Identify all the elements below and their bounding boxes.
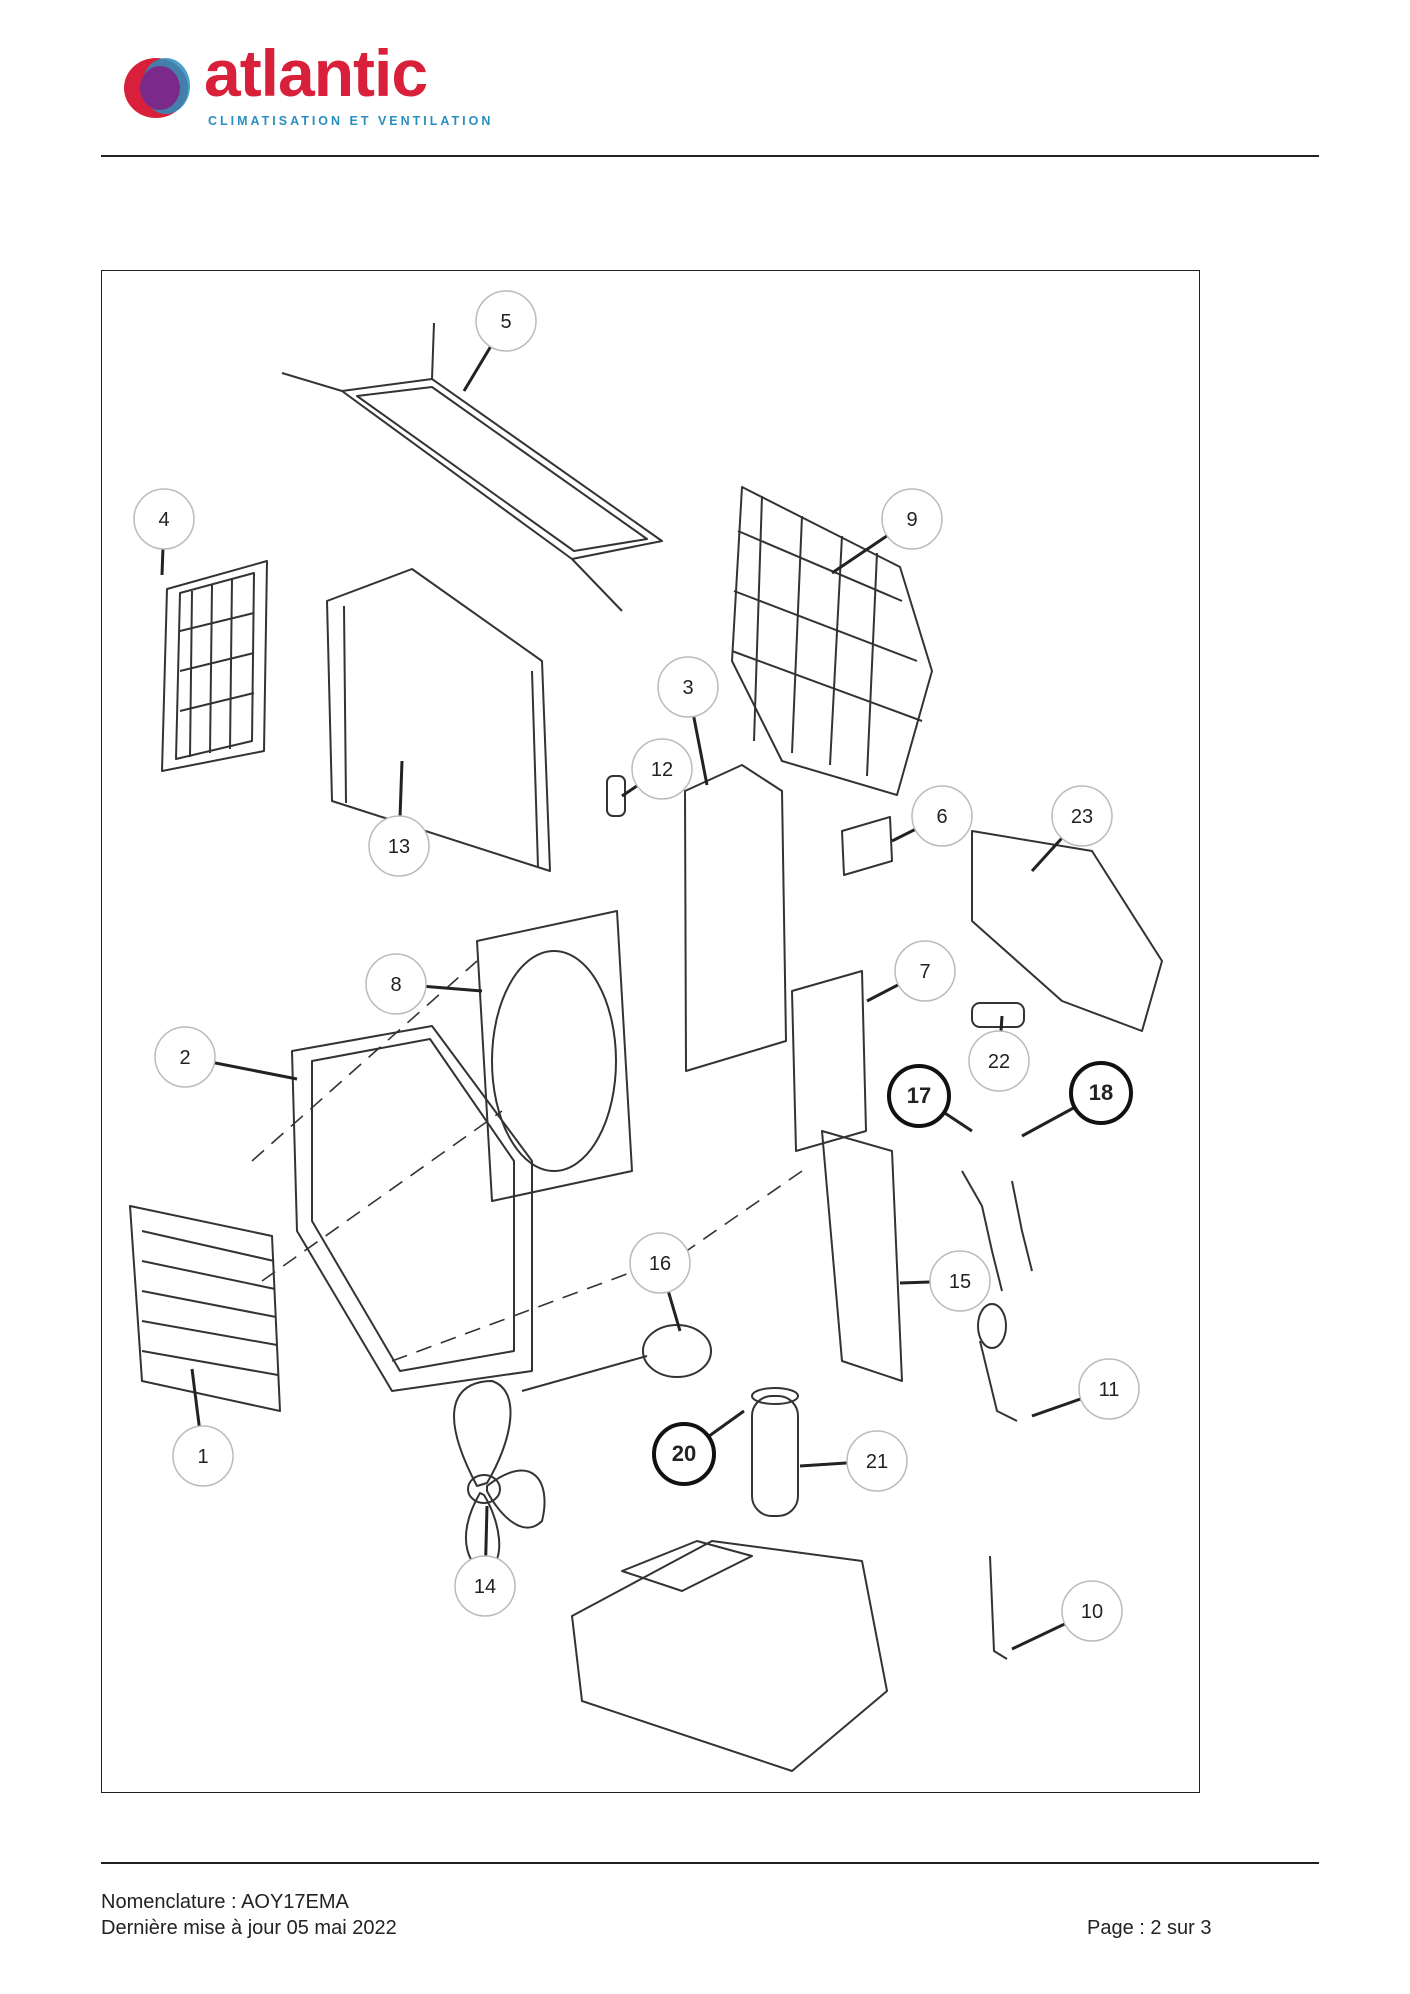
footer-update-date: Dernière mise à jour 05 mai 2022 bbox=[101, 1917, 397, 1939]
callout-10: 10 bbox=[1011, 1580, 1123, 1651]
header-rule bbox=[101, 155, 1319, 157]
callout-4: 4 bbox=[133, 488, 195, 576]
callout-circle bbox=[881, 488, 943, 550]
callout-circle bbox=[1078, 1358, 1140, 1420]
callout-circle bbox=[911, 785, 973, 847]
callout-circle bbox=[894, 940, 956, 1002]
brand-name: atlantic bbox=[204, 36, 428, 110]
callout-label: 18 bbox=[1089, 1080, 1113, 1105]
callout-label: 8 bbox=[390, 974, 401, 996]
callout-circle bbox=[887, 1064, 951, 1128]
callout-circle bbox=[629, 1232, 691, 1294]
footer-nomenclature: Nomenclature : AOY17EMA bbox=[101, 1891, 349, 1913]
callout-label: 15 bbox=[949, 1271, 971, 1293]
callout-circle bbox=[133, 488, 195, 550]
callout-label: 21 bbox=[866, 1451, 888, 1473]
callout-circle bbox=[454, 1555, 516, 1617]
callout-23: 23 bbox=[1030, 785, 1113, 873]
callout-circle bbox=[1051, 785, 1113, 847]
callout-label: 3 bbox=[682, 677, 693, 699]
callout-label: 12 bbox=[651, 759, 673, 781]
callout-circle bbox=[1069, 1061, 1133, 1125]
callout-5: 5 bbox=[462, 290, 537, 392]
callout-2: 2 bbox=[154, 1026, 298, 1088]
callout-18: 18 bbox=[1021, 1061, 1133, 1138]
callout-7: 7 bbox=[866, 940, 956, 1003]
callout-17: 17 bbox=[887, 1064, 973, 1133]
callout-label: 1 bbox=[197, 1446, 208, 1468]
callout-circle bbox=[657, 656, 719, 718]
callout-label: 6 bbox=[936, 806, 947, 828]
callout-8: 8 bbox=[365, 953, 483, 1015]
callout-circle bbox=[365, 953, 427, 1015]
callout-label: 11 bbox=[1099, 1379, 1120, 1401]
callout-21: 21 bbox=[799, 1430, 908, 1492]
callout-circle bbox=[172, 1425, 234, 1487]
callout-1: 1 bbox=[172, 1368, 234, 1487]
callout-label: 14 bbox=[474, 1576, 496, 1598]
callout-label: 10 bbox=[1081, 1601, 1103, 1623]
callout-label: 20 bbox=[672, 1441, 696, 1466]
callout-circle bbox=[652, 1422, 716, 1486]
callout-6: 6 bbox=[891, 785, 973, 847]
line-art bbox=[129, 322, 1163, 1772]
callout-circle bbox=[154, 1026, 216, 1088]
callout-9: 9 bbox=[831, 488, 943, 575]
brand-tagline: CLIMATISATION ET VENTILATION bbox=[208, 114, 494, 128]
callout-label: 13 bbox=[388, 836, 410, 858]
callout-22: 22 bbox=[968, 1015, 1030, 1092]
callout-label: 17 bbox=[907, 1083, 931, 1108]
callout-label: 16 bbox=[649, 1253, 671, 1275]
callout-circle bbox=[475, 290, 537, 352]
callout-label: 7 bbox=[919, 961, 930, 983]
callout-13: 13 bbox=[368, 760, 430, 877]
callout-label: 5 bbox=[500, 311, 511, 333]
callout-15: 15 bbox=[899, 1250, 991, 1312]
callout-circle bbox=[1061, 1580, 1123, 1642]
atlantic-logo-icon bbox=[124, 58, 190, 118]
callout-20: 20 bbox=[652, 1409, 745, 1486]
callout-label: 9 bbox=[906, 509, 917, 531]
footer-rule bbox=[101, 1862, 1319, 1864]
callout-14: 14 bbox=[454, 1505, 516, 1617]
callout-circle bbox=[929, 1250, 991, 1312]
callout-circle bbox=[631, 738, 693, 800]
callout-label: 4 bbox=[158, 509, 169, 531]
callout-circle bbox=[368, 815, 430, 877]
callout-label: 22 bbox=[988, 1051, 1010, 1073]
footer-page-number: Page : 2 sur 3 bbox=[1087, 1917, 1212, 1939]
callout-circle bbox=[968, 1030, 1030, 1092]
brand-logo: atlantic CLIMATISATION ET VENTILATION bbox=[120, 40, 500, 136]
callout-11: 11 bbox=[1031, 1358, 1140, 1420]
callout-label: 23 bbox=[1071, 806, 1093, 828]
callout-12: 12 bbox=[621, 738, 693, 800]
callout-label: 2 bbox=[179, 1047, 190, 1069]
callout-circle bbox=[846, 1430, 908, 1492]
callout-16: 16 bbox=[629, 1232, 691, 1332]
callout-3: 3 bbox=[657, 656, 719, 786]
